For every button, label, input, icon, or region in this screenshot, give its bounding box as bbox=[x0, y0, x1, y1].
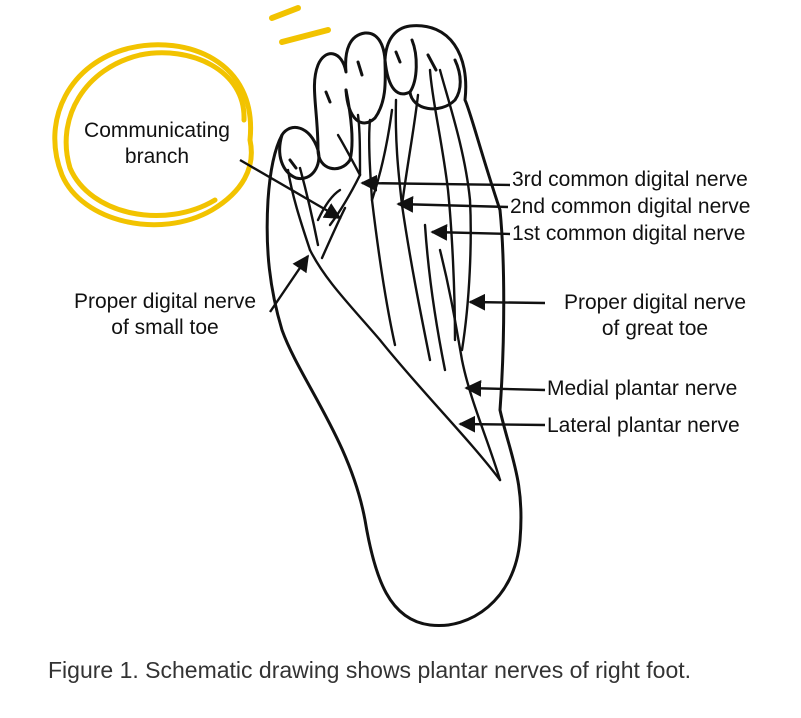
label-communicating-branch-line2: branch bbox=[124, 145, 190, 168]
figure-caption: Figure 1. Schematic drawing shows planta… bbox=[48, 655, 691, 685]
label-proper-great-line2: of great toe bbox=[601, 317, 709, 340]
foot-outline bbox=[265, 24, 523, 628]
label-3rd-common-digital-nerve: 3rd common digital nerve bbox=[512, 168, 748, 191]
label-pointers bbox=[239, 158, 546, 433]
label-proper-great-line1: Proper digital nerve bbox=[563, 291, 747, 314]
highlight-circle bbox=[52, 42, 254, 228]
label-2nd-common-digital-nerve: 2nd common digital nerve bbox=[510, 195, 751, 218]
label-1st-common-digital-nerve: 1st common digital nerve bbox=[512, 222, 746, 245]
label-medial-plantar-nerve: Medial plantar nerve bbox=[547, 377, 738, 400]
highlight-dashes bbox=[269, 5, 331, 45]
label-communicating-branch: Communicating branch bbox=[62, 118, 252, 170]
label-communicating-branch-line1: Communicating bbox=[84, 119, 230, 142]
nerve-lines bbox=[286, 68, 502, 482]
label-proper-digital-nerve-small-toe: Proper digital nerve of small toe bbox=[40, 289, 290, 341]
foot-diagram bbox=[52, 5, 546, 628]
label-lateral-plantar-nerve: Lateral plantar nerve bbox=[547, 414, 740, 437]
caption-text: Schematic drawing shows plantar nerves o… bbox=[138, 657, 692, 683]
label-proper-small-line2: of small toe bbox=[111, 316, 219, 339]
label-proper-small-line1: Proper digital nerve bbox=[73, 290, 257, 313]
label-proper-digital-nerve-great-toe: Proper digital nerve of great toe bbox=[545, 290, 765, 342]
caption-prefix: Figure 1. bbox=[48, 657, 139, 683]
